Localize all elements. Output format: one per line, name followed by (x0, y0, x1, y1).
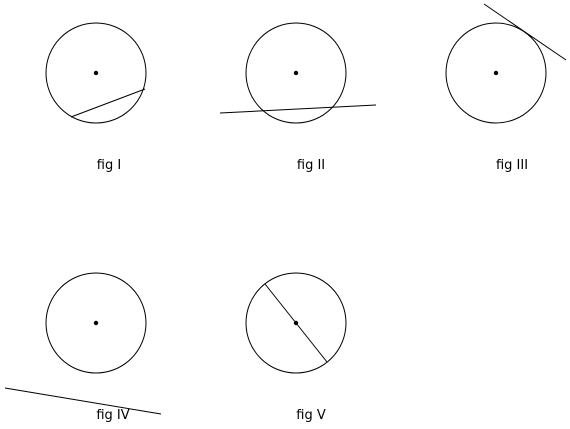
figure-2-secant-line (219, 104, 377, 114)
figure-3: fig III (445, 3, 567, 173)
figure-1-chord-line (70, 88, 146, 118)
figure-4-center-point (93, 320, 99, 326)
figure-1-circle (45, 22, 147, 124)
figure-4-circle (45, 272, 147, 374)
figure-4-caption: fig IV (96, 408, 129, 423)
figure-1-caption: fig I (97, 158, 121, 173)
figure-3-tangent-line (483, 3, 567, 61)
figure-4-outside-line (4, 387, 162, 415)
figure-3-caption: fig III (496, 158, 528, 173)
figure-2-center-point (293, 70, 299, 76)
figure-5-circle (245, 272, 347, 374)
figure-1: fig I (45, 22, 147, 173)
figure-2: fig II (219, 22, 377, 173)
figure-4: fig IV (4, 272, 162, 423)
figure-3-center-point (493, 70, 499, 76)
figure-5: fig V (245, 272, 347, 423)
figure-5-caption: fig V (296, 408, 326, 423)
figure-5-diameter-line (264, 283, 328, 363)
figure-2-caption: fig II (297, 158, 325, 173)
figure-2-circle (245, 22, 347, 124)
figure-3-circle (445, 22, 547, 124)
figure-1-center-point (93, 70, 99, 76)
